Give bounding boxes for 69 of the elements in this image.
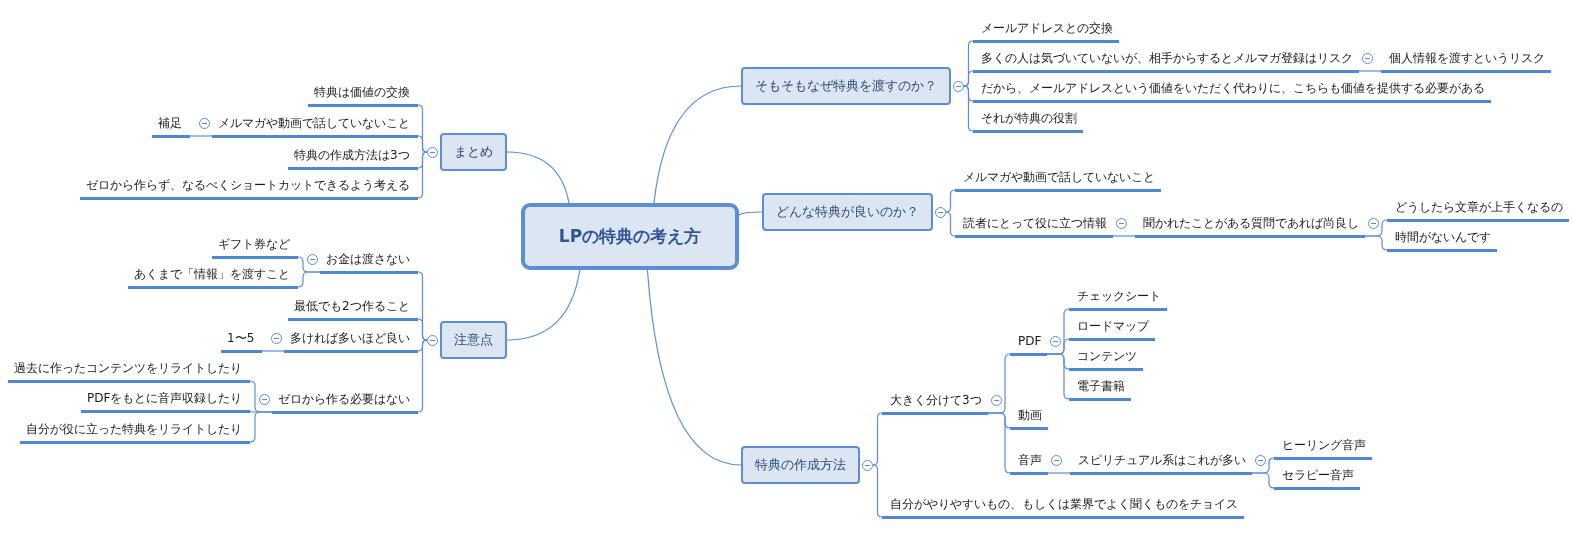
topic-box: まとめ	[440, 133, 507, 171]
subtopic-label: 自分がやりやすいもの、もしくは業界でよく聞くものをチョイス	[882, 495, 1244, 519]
connector-line	[261, 350, 285, 352]
subtopic-label: 聞かれたことがある質問であれば尚良し	[1135, 214, 1365, 238]
connector-line	[963, 70, 974, 87]
subtopic-label: チェックシート	[1069, 287, 1167, 311]
connector-line	[249, 411, 273, 443]
subtopic-label: ヒーリング音声	[1274, 436, 1372, 460]
subtopic-label: どうしたら文章が上手くなるの	[1387, 198, 1569, 222]
subtopic-label: 読者にとって役に立つ情報	[955, 214, 1113, 238]
subtopic-label: それが特典の役割	[973, 109, 1083, 133]
subtopic-label: 特典は価値の交換	[308, 83, 418, 107]
connector-line	[417, 339, 428, 413]
connector-line	[297, 271, 321, 288]
connector-line	[963, 85, 974, 132]
subtopic-label: PDF	[1010, 332, 1048, 356]
subtopic-label: メルマガや動画で話していないこと	[955, 168, 1161, 192]
subtopic-label: セラピー音声	[1274, 466, 1360, 490]
connector-line	[738, 211, 763, 216]
connector-line	[417, 318, 428, 341]
subtopic-label: あくまで「情報」を渡すこと	[128, 265, 298, 289]
connector-line	[1358, 70, 1382, 72]
connector-line	[653, 85, 742, 204]
subtopic-label: 大きく分けて3つ	[882, 391, 988, 415]
connector-line	[945, 189, 956, 213]
topic-box: そもそもなぜ特典を渡すのか？	[741, 67, 951, 105]
subtopic-label: コンテンツ	[1069, 347, 1143, 371]
connector-line	[872, 464, 883, 518]
subtopic-label: 電子書籍	[1069, 377, 1131, 401]
connector-line	[646, 269, 742, 466]
subtopic-label: メールアドレスとの交換	[973, 19, 1119, 43]
subtopic-label: だから、メールアドレスという価値をいただく代わりに、こちらも価値を提供する必要がある	[973, 79, 1491, 103]
connector-line	[417, 135, 428, 153]
connector-line	[189, 135, 213, 137]
subtopic-label: スピリチュアル系はこれが多い	[1070, 451, 1252, 475]
subtopic-label: PDFをもとに音声収録したり	[81, 389, 251, 413]
connector-line	[1364, 235, 1388, 251]
subtopic-label: 個人情報を渡すというリスク	[1381, 49, 1551, 73]
subtopic-label: 多ければ多いほど良い	[284, 329, 418, 353]
subtopic-label: 動画	[1010, 406, 1048, 430]
subtopic-label: お金は渡さない	[320, 250, 418, 274]
connector-line	[1112, 235, 1136, 237]
subtopic-label: ロードマップ	[1069, 317, 1155, 341]
subtopic-label: 最低でも2つ作ること	[288, 297, 418, 321]
connector-line	[987, 412, 1011, 474]
subtopic-label: 多くの人は気づいていないが、相手からするとメルマガ登録はリスク	[973, 49, 1359, 73]
connector-line	[945, 211, 956, 237]
topic-box: どんな特典が良いのか？	[762, 193, 933, 231]
subtopic-label: 自分が役に立った特典をリライトしたり	[20, 420, 250, 444]
connector-line	[417, 151, 428, 199]
topic-box: 特典の作成方法	[741, 446, 860, 484]
subtopic-label: 補足	[152, 114, 190, 138]
connector-line	[506, 151, 570, 204]
connector-line	[1251, 472, 1275, 489]
subtopic-label: ゼロから作らず、なるべくショートカットできるよう考える	[80, 176, 418, 200]
connector-line	[872, 412, 883, 466]
subtopic-label: メルマガや動画で話していないこと	[212, 114, 418, 138]
subtopic-label: ゼロから作る必要はない	[272, 390, 418, 414]
topic-box: 注意点	[440, 321, 507, 359]
subtopic-label: 過去に作ったコンテンツをリライトしたり	[8, 359, 250, 383]
subtopic-label: 特典の作成方法は3つ	[288, 146, 418, 170]
subtopic-label: 1〜5	[221, 329, 263, 353]
subtopic-label: 時間がないんです	[1387, 228, 1497, 252]
connector-line	[1046, 353, 1070, 400]
connector-line	[1047, 472, 1071, 474]
central-topic-box: LPの特典の考え方	[521, 203, 739, 270]
connector-line	[506, 269, 581, 341]
subtopic-label: ギフト券など	[212, 235, 298, 259]
subtopic-label: 音声	[1010, 451, 1048, 475]
